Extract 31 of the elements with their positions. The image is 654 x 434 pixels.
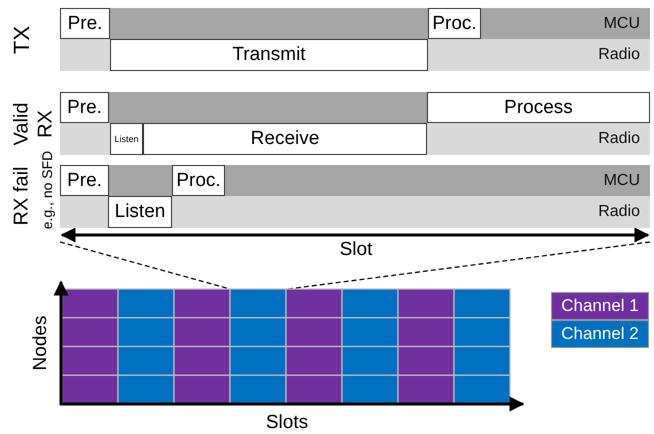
mcu-band	[60, 165, 650, 196]
mcu-band	[60, 8, 650, 39]
band-label: Radio	[598, 46, 641, 64]
phase-box: Pre.	[60, 92, 109, 123]
phase-box: Listen	[108, 196, 172, 228]
phase-box: Process	[427, 92, 650, 123]
phase-box: Pre.	[60, 8, 110, 39]
radio-band	[60, 39, 650, 71]
axis-label: Nodes	[30, 316, 52, 370]
phase-box: Receive	[143, 123, 427, 155]
phase-box: Listen	[110, 123, 143, 155]
row-label: RX fail	[10, 166, 34, 226]
radio-band	[60, 196, 650, 228]
mcu-band	[60, 92, 650, 123]
axis-label: Slots	[266, 412, 308, 434]
row-note: e.g., no SFD	[39, 150, 55, 230]
band-label: Radio	[598, 130, 641, 148]
row-label: RX	[34, 110, 58, 138]
phase-box: Proc.	[172, 165, 225, 196]
phase-box: Pre.	[60, 165, 109, 196]
band-label: MCU	[604, 14, 641, 32]
radio-band	[60, 123, 650, 155]
band-label: MCU	[604, 172, 641, 190]
phase-box: Proc.	[428, 8, 481, 39]
phase-box: Transmit	[110, 39, 428, 71]
band-label: Radio	[598, 203, 641, 221]
legend-label: Channel 1	[561, 296, 639, 316]
dimension-label: Slot	[340, 239, 372, 261]
row-label: TX	[9, 26, 35, 54]
legend-label: Channel 2	[561, 324, 639, 344]
row-label: Valid	[10, 102, 34, 146]
